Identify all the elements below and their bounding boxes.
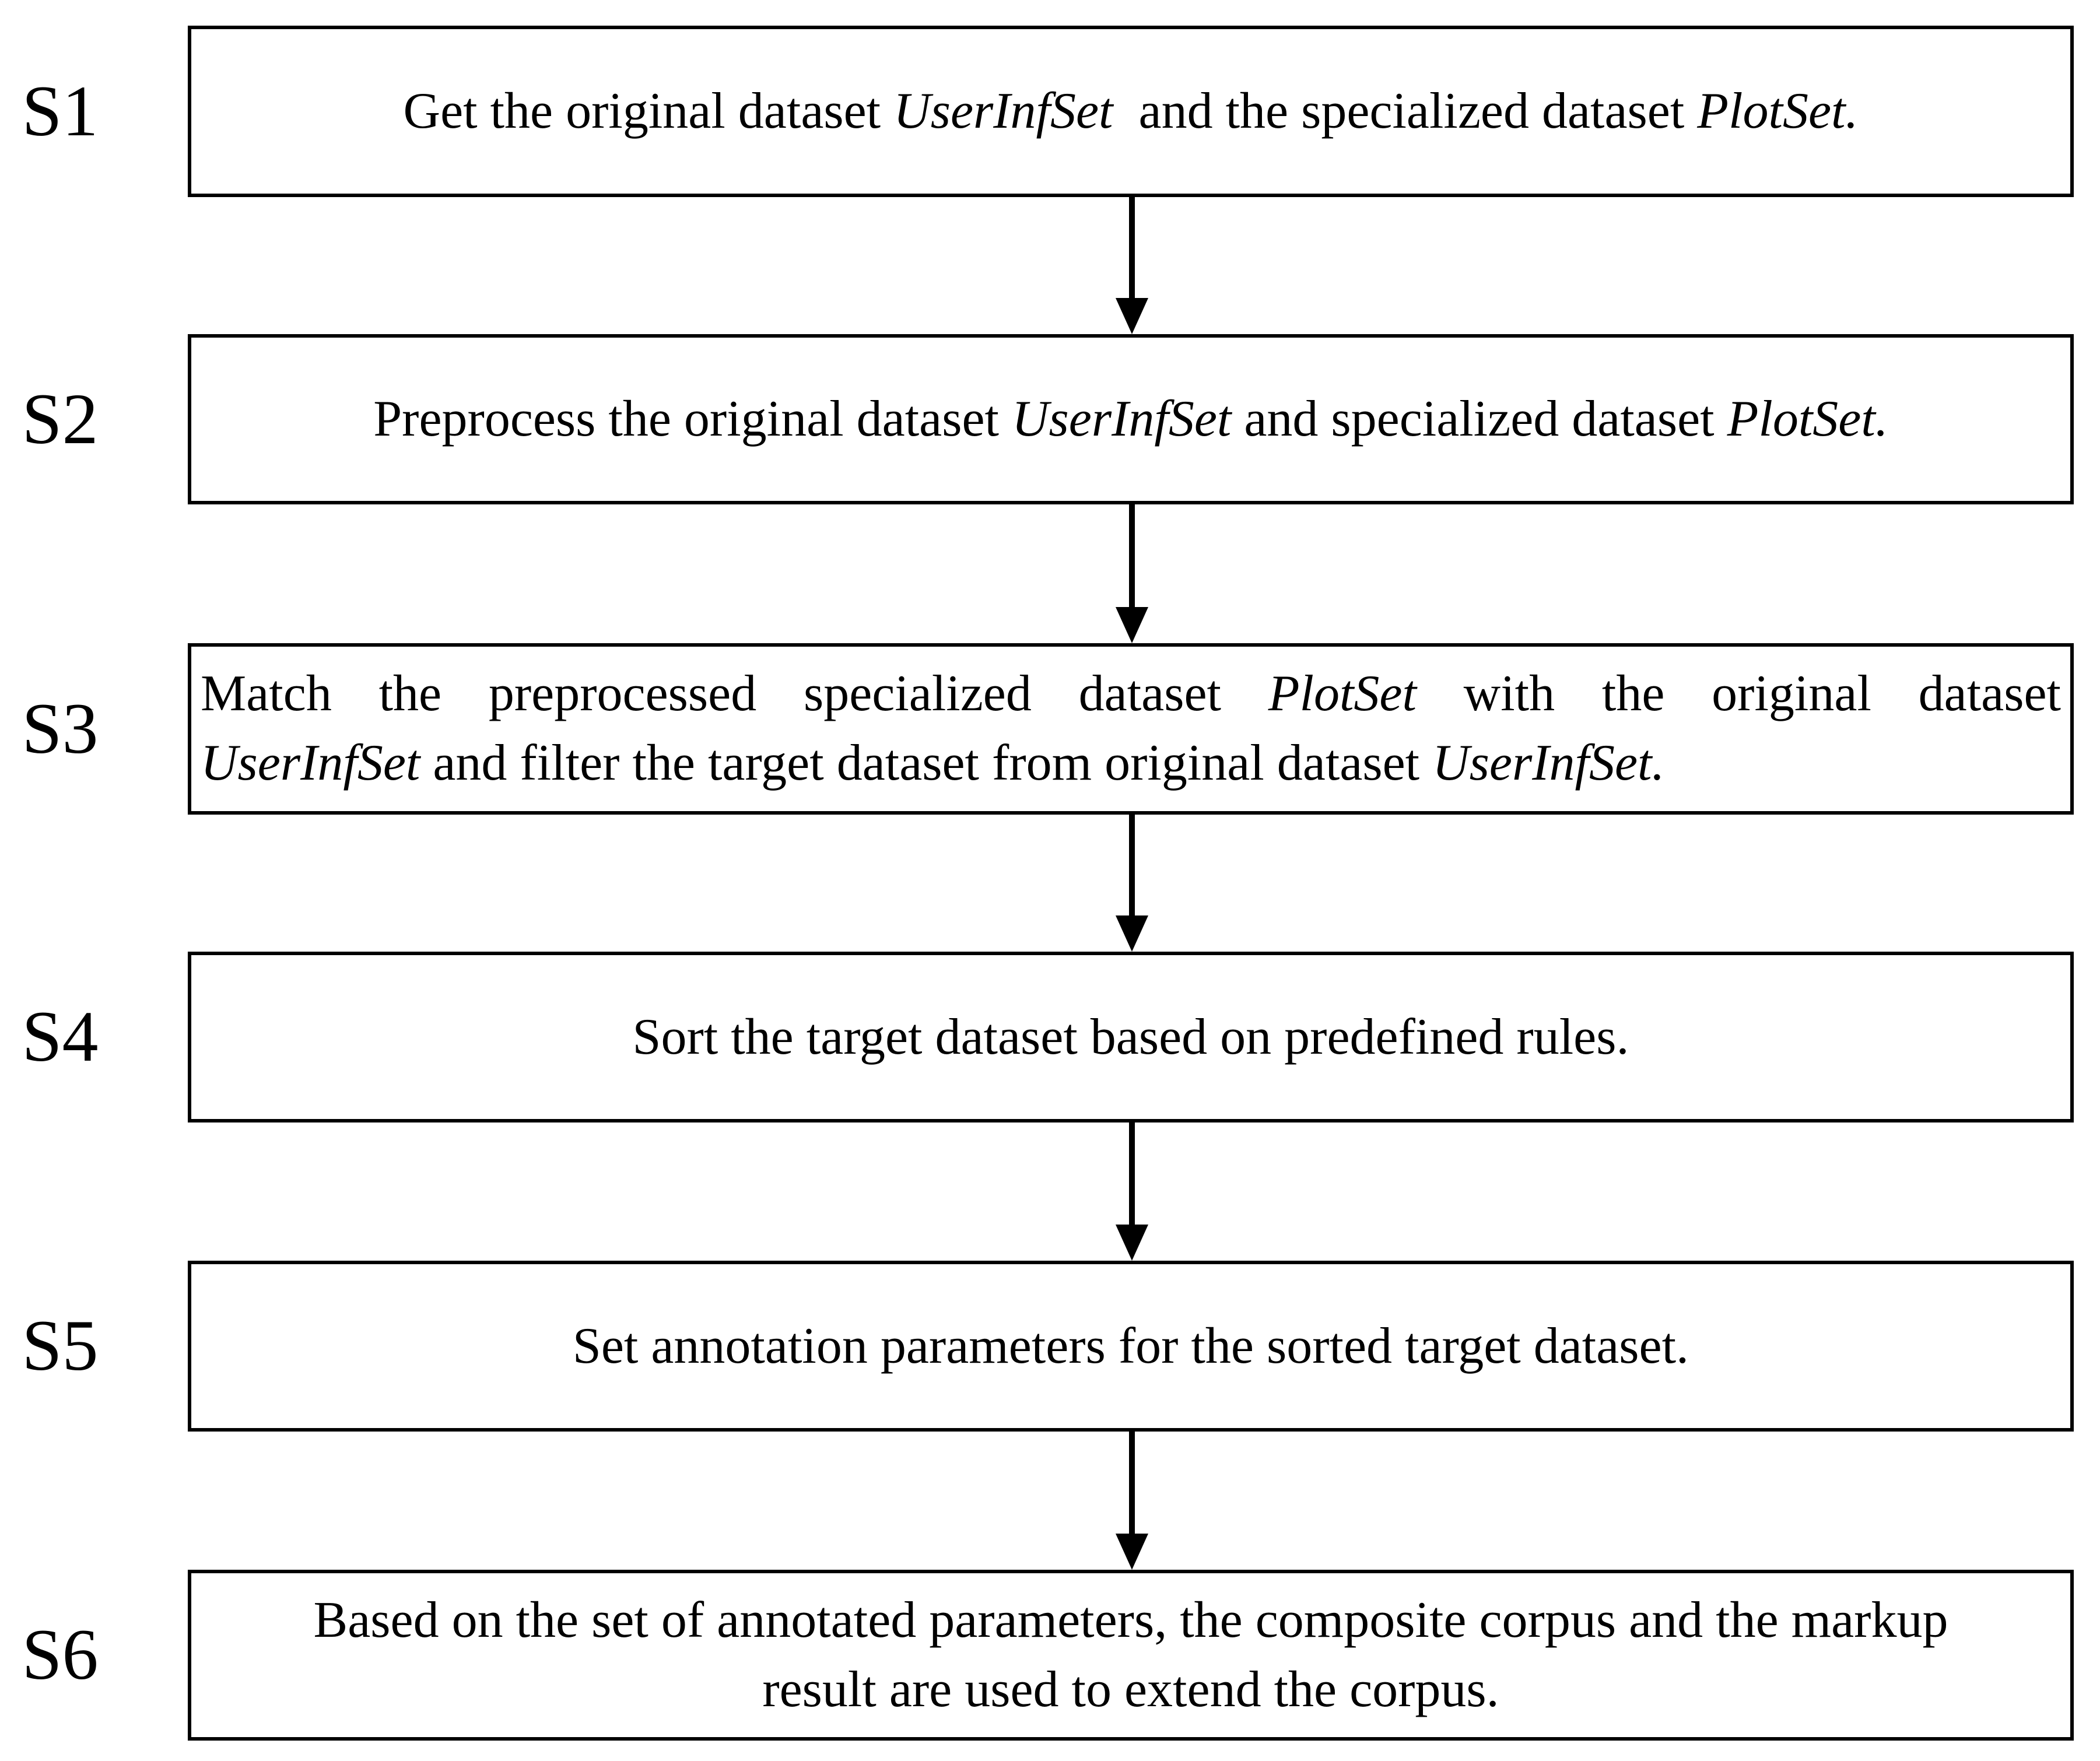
arrow-down-icon: [1116, 607, 1148, 643]
step-box-s5: Set annotation parameters for the sorted…: [188, 1261, 2074, 1432]
step-s3-text-line1: Match the preprocessed specialized datas…: [201, 665, 2061, 722]
arrow-down-icon: [1116, 298, 1148, 334]
flow-arrow-2: [1116, 504, 1148, 643]
step-s3-text-line2: UserInfSet and filter the target dataset…: [201, 735, 1665, 791]
arrow-down-icon: [1116, 1225, 1148, 1261]
step-s1-text: Get the original dataset UserInfSet and …: [403, 83, 1859, 140]
arrow-down-icon: [1116, 1534, 1148, 1570]
arrow-stem: [1129, 815, 1135, 917]
step-label-s2: S2: [22, 379, 99, 459]
step-label-s1: S1: [22, 71, 99, 151]
step-box-s6: Based on the set of annotated parameters…: [188, 1570, 2074, 1741]
flow-arrow-3: [1116, 815, 1148, 952]
step-s4-text: Sort the target dataset based on predefi…: [632, 1008, 1629, 1065]
arrow-stem: [1129, 1122, 1135, 1226]
step-s6-text-line2: result are used to extend the corpus.: [762, 1661, 1499, 1718]
step-label-s4: S4: [22, 997, 99, 1076]
arrow-stem: [1129, 1432, 1135, 1535]
arrow-stem: [1129, 504, 1135, 608]
arrow-down-icon: [1116, 915, 1148, 952]
step-box-s4: Sort the target dataset based on predefi…: [188, 952, 2074, 1122]
step-label-s3: S3: [22, 689, 99, 769]
flow-arrow-4: [1116, 1122, 1148, 1261]
flow-arrow-5: [1116, 1432, 1148, 1570]
step-box-s1: Get the original dataset UserInfSet and …: [188, 26, 2074, 197]
step-s6-text-line1: Based on the set of annotated parameters…: [313, 1591, 1948, 1648]
arrow-stem: [1129, 197, 1135, 299]
step-s2-text: Preprocess the original dataset UserInfS…: [373, 391, 1888, 448]
step-label-s5: S5: [22, 1306, 99, 1385]
flow-arrow-1: [1116, 197, 1148, 334]
step-label-s6: S6: [22, 1615, 99, 1695]
step-s5-text: Set annotation parameters for the sorted…: [572, 1317, 1689, 1374]
step-box-s3: Match the preprocessed specialized datas…: [188, 643, 2074, 815]
step-box-s2: Preprocess the original dataset UserInfS…: [188, 334, 2074, 504]
